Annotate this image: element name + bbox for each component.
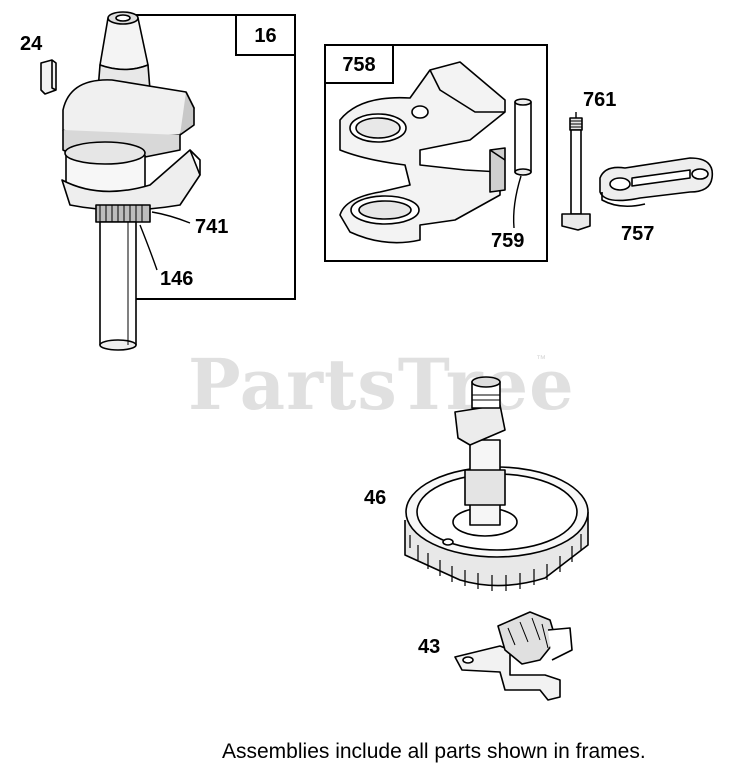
bolt-part [561,117,591,231]
connecting-rod-part [599,157,714,208]
cylinder-head-assembly-frame [324,44,548,262]
callout-759: 759 [491,230,525,252]
dowel-pin-part [514,98,532,176]
watermark-trademark: ™ [536,354,546,365]
footer-note: Assemblies include all parts shown in fr… [222,740,646,763]
key-part [40,59,57,95]
watermark: PartsTree [188,343,575,426]
callout-24: 24 [20,33,43,55]
cylinder-head-part [339,61,506,244]
crankshaft-part [61,11,201,351]
callout-46: 46 [364,487,387,509]
callout-757: 757 [621,223,655,245]
crankshaft-assembly-tag: 16 [235,14,296,56]
callout-761: 761 [583,89,617,111]
camshaft-part [404,376,589,591]
callout-43: 43 [418,636,441,658]
governor-part [454,611,573,701]
callout-146: 146 [160,268,194,290]
cylinder-head-assembly-tag: 758 [324,44,394,84]
callout-741: 741 [195,216,229,238]
